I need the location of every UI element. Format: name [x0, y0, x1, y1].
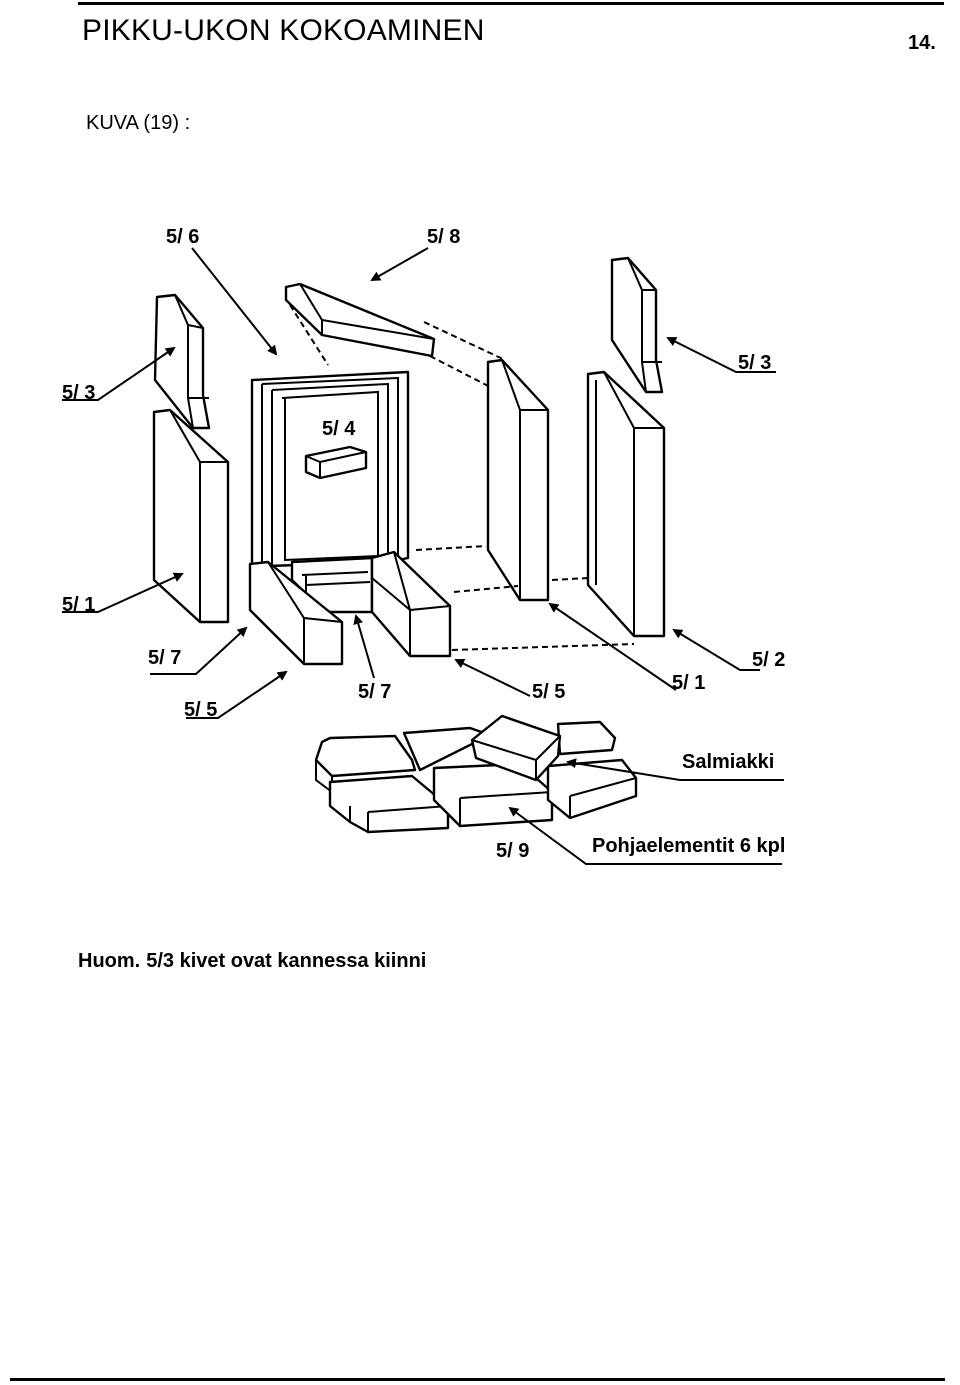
center-wall-5-1 [486, 358, 550, 602]
front-left-block-5-5 [248, 560, 344, 666]
label-left-5-1: 5/ 1 [62, 594, 95, 616]
leader-5-1-right [548, 602, 677, 691]
block-5-4 [304, 445, 368, 480]
floor-elements-5-9 [314, 720, 638, 834]
label-5-7-center: 5/ 7 [358, 681, 391, 703]
label-5-4: 5/ 4 [322, 418, 356, 440]
leader-5-5-center [454, 659, 531, 697]
leader-5-2 [672, 628, 760, 671]
note: Huom.5/3 kivet ovat kannessa kiinni [78, 950, 426, 973]
top-slab-5-8 [284, 282, 436, 358]
left-wall-5-1 [152, 408, 230, 624]
label-5-7-left: 5/ 7 [148, 647, 181, 669]
front-right-block-5-5 [370, 550, 452, 658]
leader-5-7-left [150, 626, 248, 675]
label-5-6: 5/ 6 [166, 226, 199, 248]
label-right-5-1: 5/ 1 [672, 672, 705, 694]
right-wall-5-2 [586, 370, 666, 638]
dashed-guide-floor-2 [453, 585, 519, 593]
leader-right-5-3 [666, 337, 776, 373]
dashed-guide-top-right [423, 321, 526, 406]
label-left-5-3: 5/ 3 [62, 382, 95, 404]
label-salmiakki: Salmiakki [682, 751, 774, 773]
leader-5-7-center [353, 614, 375, 679]
figure-caption-main: KUVA (19) [86, 112, 179, 134]
header-rule [78, 2, 944, 5]
leader-5-9 [508, 806, 782, 865]
note-text: 5/3 kivet ovat kannessa kiinni [146, 950, 427, 972]
dashed-guide-floor-1 [415, 545, 487, 551]
label-5-8: 5/ 8 [427, 226, 460, 248]
figure-caption-colon: : [184, 112, 191, 134]
figure-caption: KUVA (19) : [86, 112, 190, 135]
dashed-guide-floor-4 [451, 643, 635, 651]
footer-rule [10, 1378, 945, 1381]
dashed-guide-floor-3 [551, 577, 589, 581]
dashed-guide-top-left [289, 304, 329, 366]
note-label: Huom. [78, 950, 141, 972]
label-floor-elements: Pohjaelementit 6 kpl [592, 835, 785, 857]
leader-left-5-1 [62, 572, 184, 613]
right-top-piece-5-3 [610, 256, 664, 394]
label-5-2: 5/ 2 [752, 649, 785, 671]
label-5-5-center: 5/ 5 [532, 681, 565, 703]
leader-5-5-left [186, 670, 288, 719]
leader-left-5-3 [62, 346, 176, 401]
label-right-5-3: 5/ 3 [738, 352, 771, 374]
leader-salmiakki [566, 758, 784, 781]
label-5-5-left: 5/ 5 [184, 699, 217, 721]
salmiakki-block [470, 714, 562, 782]
leader-5-6 [191, 247, 278, 356]
leader-5-8 [370, 247, 429, 281]
left-top-piece-5-3 [153, 293, 211, 430]
page-title: PIKKU-UKON KOKOAMINEN [82, 14, 485, 47]
label-5-9: 5/ 9 [496, 840, 529, 862]
page-number: 14. [908, 32, 936, 54]
